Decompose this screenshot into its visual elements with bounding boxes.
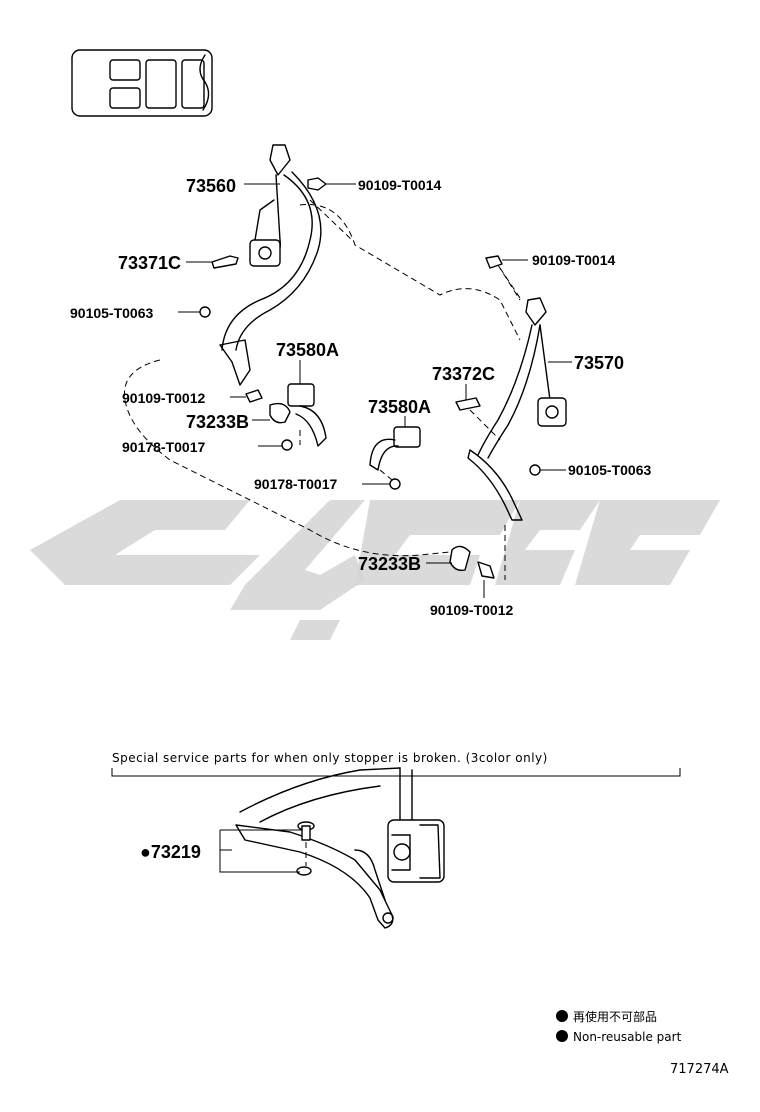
legend: 再使用不可部品 Non-reusable part — [556, 1009, 682, 1044]
diagram-code: 717274A — [670, 1062, 729, 1077]
clip-73371c — [211, 255, 239, 269]
buckle-73580a-left — [287, 383, 327, 447]
label-73570: 73570 — [574, 353, 624, 373]
label-73560: 73560 — [186, 176, 236, 196]
legend-english: Non-reusable part — [573, 1030, 682, 1044]
nut-90178-t0017-center — [389, 478, 401, 490]
bullet-icon — [556, 1010, 568, 1022]
label-90105-t0063-left: 90105-T0063 — [70, 305, 154, 321]
vehicle-seat-layout-icon — [71, 49, 213, 117]
align-line-2 — [469, 409, 501, 441]
label-73219: ●73219 — [140, 842, 201, 862]
bolt-90109-t0014-right — [485, 255, 503, 269]
label-73233b-left: 73233B — [186, 412, 249, 432]
align-line-4 — [379, 469, 393, 481]
align-line-1 — [499, 267, 521, 299]
label-90109-t0012-left: 90109-T0012 — [122, 390, 206, 406]
label-90109-t0012-right: 90109-T0012 — [430, 602, 514, 618]
label-73580a-left: 73580A — [276, 340, 339, 360]
bolt-90109-t0012-left — [245, 389, 263, 403]
leader-73219 — [219, 829, 302, 873]
nut-90178-t0017-left — [281, 439, 293, 451]
label-90178-t0017-left: 90178-T0017 — [122, 439, 206, 455]
label-90109-t0014-right: 90109-T0014 — [532, 252, 616, 268]
bolt-90105-t0063-right — [529, 464, 541, 476]
right-seat-belt-assembly — [467, 297, 567, 521]
left-seat-belt-assembly — [219, 144, 322, 386]
bullet-icon — [556, 1030, 568, 1042]
special-service-note: Special service parts for when only stop… — [112, 751, 548, 765]
bolt-90105-t0063-left — [199, 306, 211, 318]
stopper-73219 — [296, 821, 315, 876]
label-73372c: 73372C — [432, 364, 495, 384]
label-73233b-right: 73233B — [358, 554, 421, 574]
stopper-detail-illustration — [235, 767, 445, 929]
label-90109-t0014-left: 90109-T0014 — [358, 177, 442, 193]
bolt-90109-t0012-right — [477, 561, 495, 579]
leader-lines — [178, 183, 572, 598]
clip-73372c — [455, 397, 481, 411]
note-bracket — [111, 768, 681, 777]
watermark-logo — [30, 500, 720, 640]
label-73580a-center: 73580A — [368, 397, 431, 417]
seat-outline — [123, 199, 521, 557]
cover-73233b-right — [449, 545, 471, 572]
cover-73233b-left — [269, 402, 291, 424]
buckle-73580a-center — [369, 426, 421, 471]
label-90178-t0017-center: 90178-T0017 — [254, 476, 338, 492]
legend-japanese: 再使用不可部品 — [573, 1009, 657, 1024]
label-73371c: 73371C — [118, 253, 181, 273]
bolt-90109-t0014-left — [307, 177, 327, 191]
label-90105-t0063-right: 90105-T0063 — [568, 462, 652, 478]
